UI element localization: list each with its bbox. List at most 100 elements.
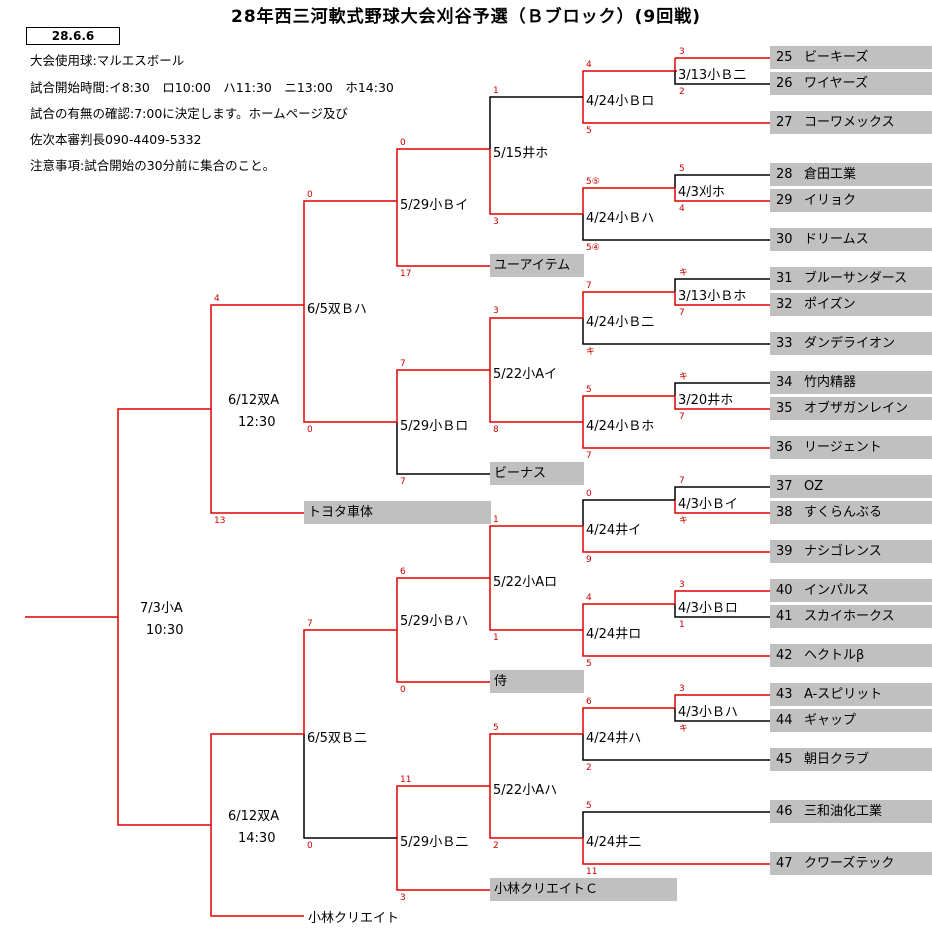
- score: 3: [679, 47, 685, 57]
- info-umpire: 佐次本審判長090-4409-5332: [30, 132, 202, 147]
- score: 5: [493, 723, 499, 733]
- score: 5④: [586, 243, 600, 253]
- score: 5: [586, 126, 592, 136]
- score: 4: [679, 204, 685, 214]
- info-notes: 注意事項:試合開始の30分前に集合のこと。: [30, 158, 276, 173]
- score: 8: [493, 425, 499, 435]
- match-time: 14:30: [238, 831, 276, 846]
- score: 2: [679, 87, 685, 97]
- score: 1: [493, 515, 499, 525]
- match-label: 4/24井イ: [586, 523, 642, 538]
- score: 6: [586, 697, 592, 707]
- score: 4: [214, 294, 220, 304]
- score: 3: [679, 580, 685, 590]
- match-label: 5/22小Aハ: [493, 783, 558, 798]
- match-label: 5/29小Ｂ二: [400, 835, 469, 850]
- date-box: 28.6.6: [26, 27, 120, 45]
- match-label: 4/3小Ｂハ: [678, 705, 738, 720]
- score: 1: [493, 633, 499, 643]
- match-label: 6/12双A: [228, 809, 280, 824]
- score: 4: [586, 593, 592, 603]
- score: 4: [586, 60, 592, 70]
- score: 3: [400, 893, 406, 903]
- score: 6: [400, 567, 406, 577]
- score: 11: [400, 775, 412, 785]
- score: 7: [400, 359, 406, 369]
- match-label: 4/24小Ｂロ: [586, 94, 655, 109]
- info-ball: 大会使用球:マルエスボール: [30, 53, 185, 68]
- match-label: 3/20井ホ: [678, 393, 734, 408]
- score: 17: [400, 269, 412, 279]
- score: 3: [679, 684, 685, 694]
- match-label: 5/22小Aロ: [493, 575, 558, 590]
- score: 7: [679, 476, 685, 486]
- score: 3: [493, 306, 499, 316]
- score: 9: [586, 555, 592, 565]
- match-label: 4/3小Ｂロ: [678, 601, 738, 616]
- page-title: 28年西三河軟式野球大会刈谷予選（Ｂブロック）(9回戦): [230, 7, 702, 27]
- score: 1: [679, 620, 685, 630]
- score: 3: [493, 217, 499, 227]
- score: 7: [586, 281, 592, 291]
- score: 1: [493, 86, 499, 96]
- score: キ: [679, 372, 689, 382]
- score: 2: [493, 841, 499, 851]
- match-label: 4/24小Ｂハ: [586, 211, 655, 226]
- score: 13: [214, 516, 226, 526]
- match-label: 6/5双Ｂ二: [307, 731, 367, 746]
- match-label: 4/3刈ホ: [678, 185, 725, 200]
- match-time: 10:30: [146, 623, 184, 638]
- seed-box: ビーナス: [490, 462, 584, 485]
- score: 0: [400, 138, 406, 148]
- info-confirm: 試合の有無の確認:7:00に決定します。ホームページ及び: [30, 106, 348, 121]
- match-label: 4/3小Ｂイ: [678, 497, 738, 512]
- match-label: 5/29小Ｂハ: [400, 614, 469, 629]
- seed-box: 小林クリエイトＣ: [490, 878, 677, 901]
- score: キ: [679, 516, 689, 526]
- score: キ: [679, 268, 689, 278]
- score: キ: [679, 724, 689, 734]
- score: 7: [679, 308, 685, 318]
- match-label: 7/3小A: [140, 601, 183, 616]
- match-label: 6/12双A: [228, 393, 280, 408]
- match-label: 4/24小Ｂホ: [586, 419, 655, 434]
- score: 7: [586, 451, 592, 461]
- seed-label: 小林クリエイト: [308, 911, 400, 926]
- score: 5⑤: [586, 177, 600, 187]
- match-label: 5/15井ホ: [493, 146, 549, 161]
- match-label: 5/29小Ｂロ: [400, 419, 469, 434]
- score: 7: [400, 477, 406, 487]
- match-label: 4/24小Ｂ二: [586, 315, 655, 330]
- score: 11: [586, 867, 598, 877]
- seed-box: 侍: [490, 670, 584, 693]
- match-label: 3/13小Ｂ二: [678, 68, 747, 83]
- score: 0: [307, 425, 313, 435]
- match-label: 5/29小Ｂイ: [400, 198, 469, 213]
- match-time: 12:30: [238, 415, 276, 430]
- match-label: 6/5双Ｂハ: [307, 302, 367, 317]
- score: 5: [679, 164, 685, 174]
- score: 0: [400, 685, 406, 695]
- score: 0: [307, 190, 313, 200]
